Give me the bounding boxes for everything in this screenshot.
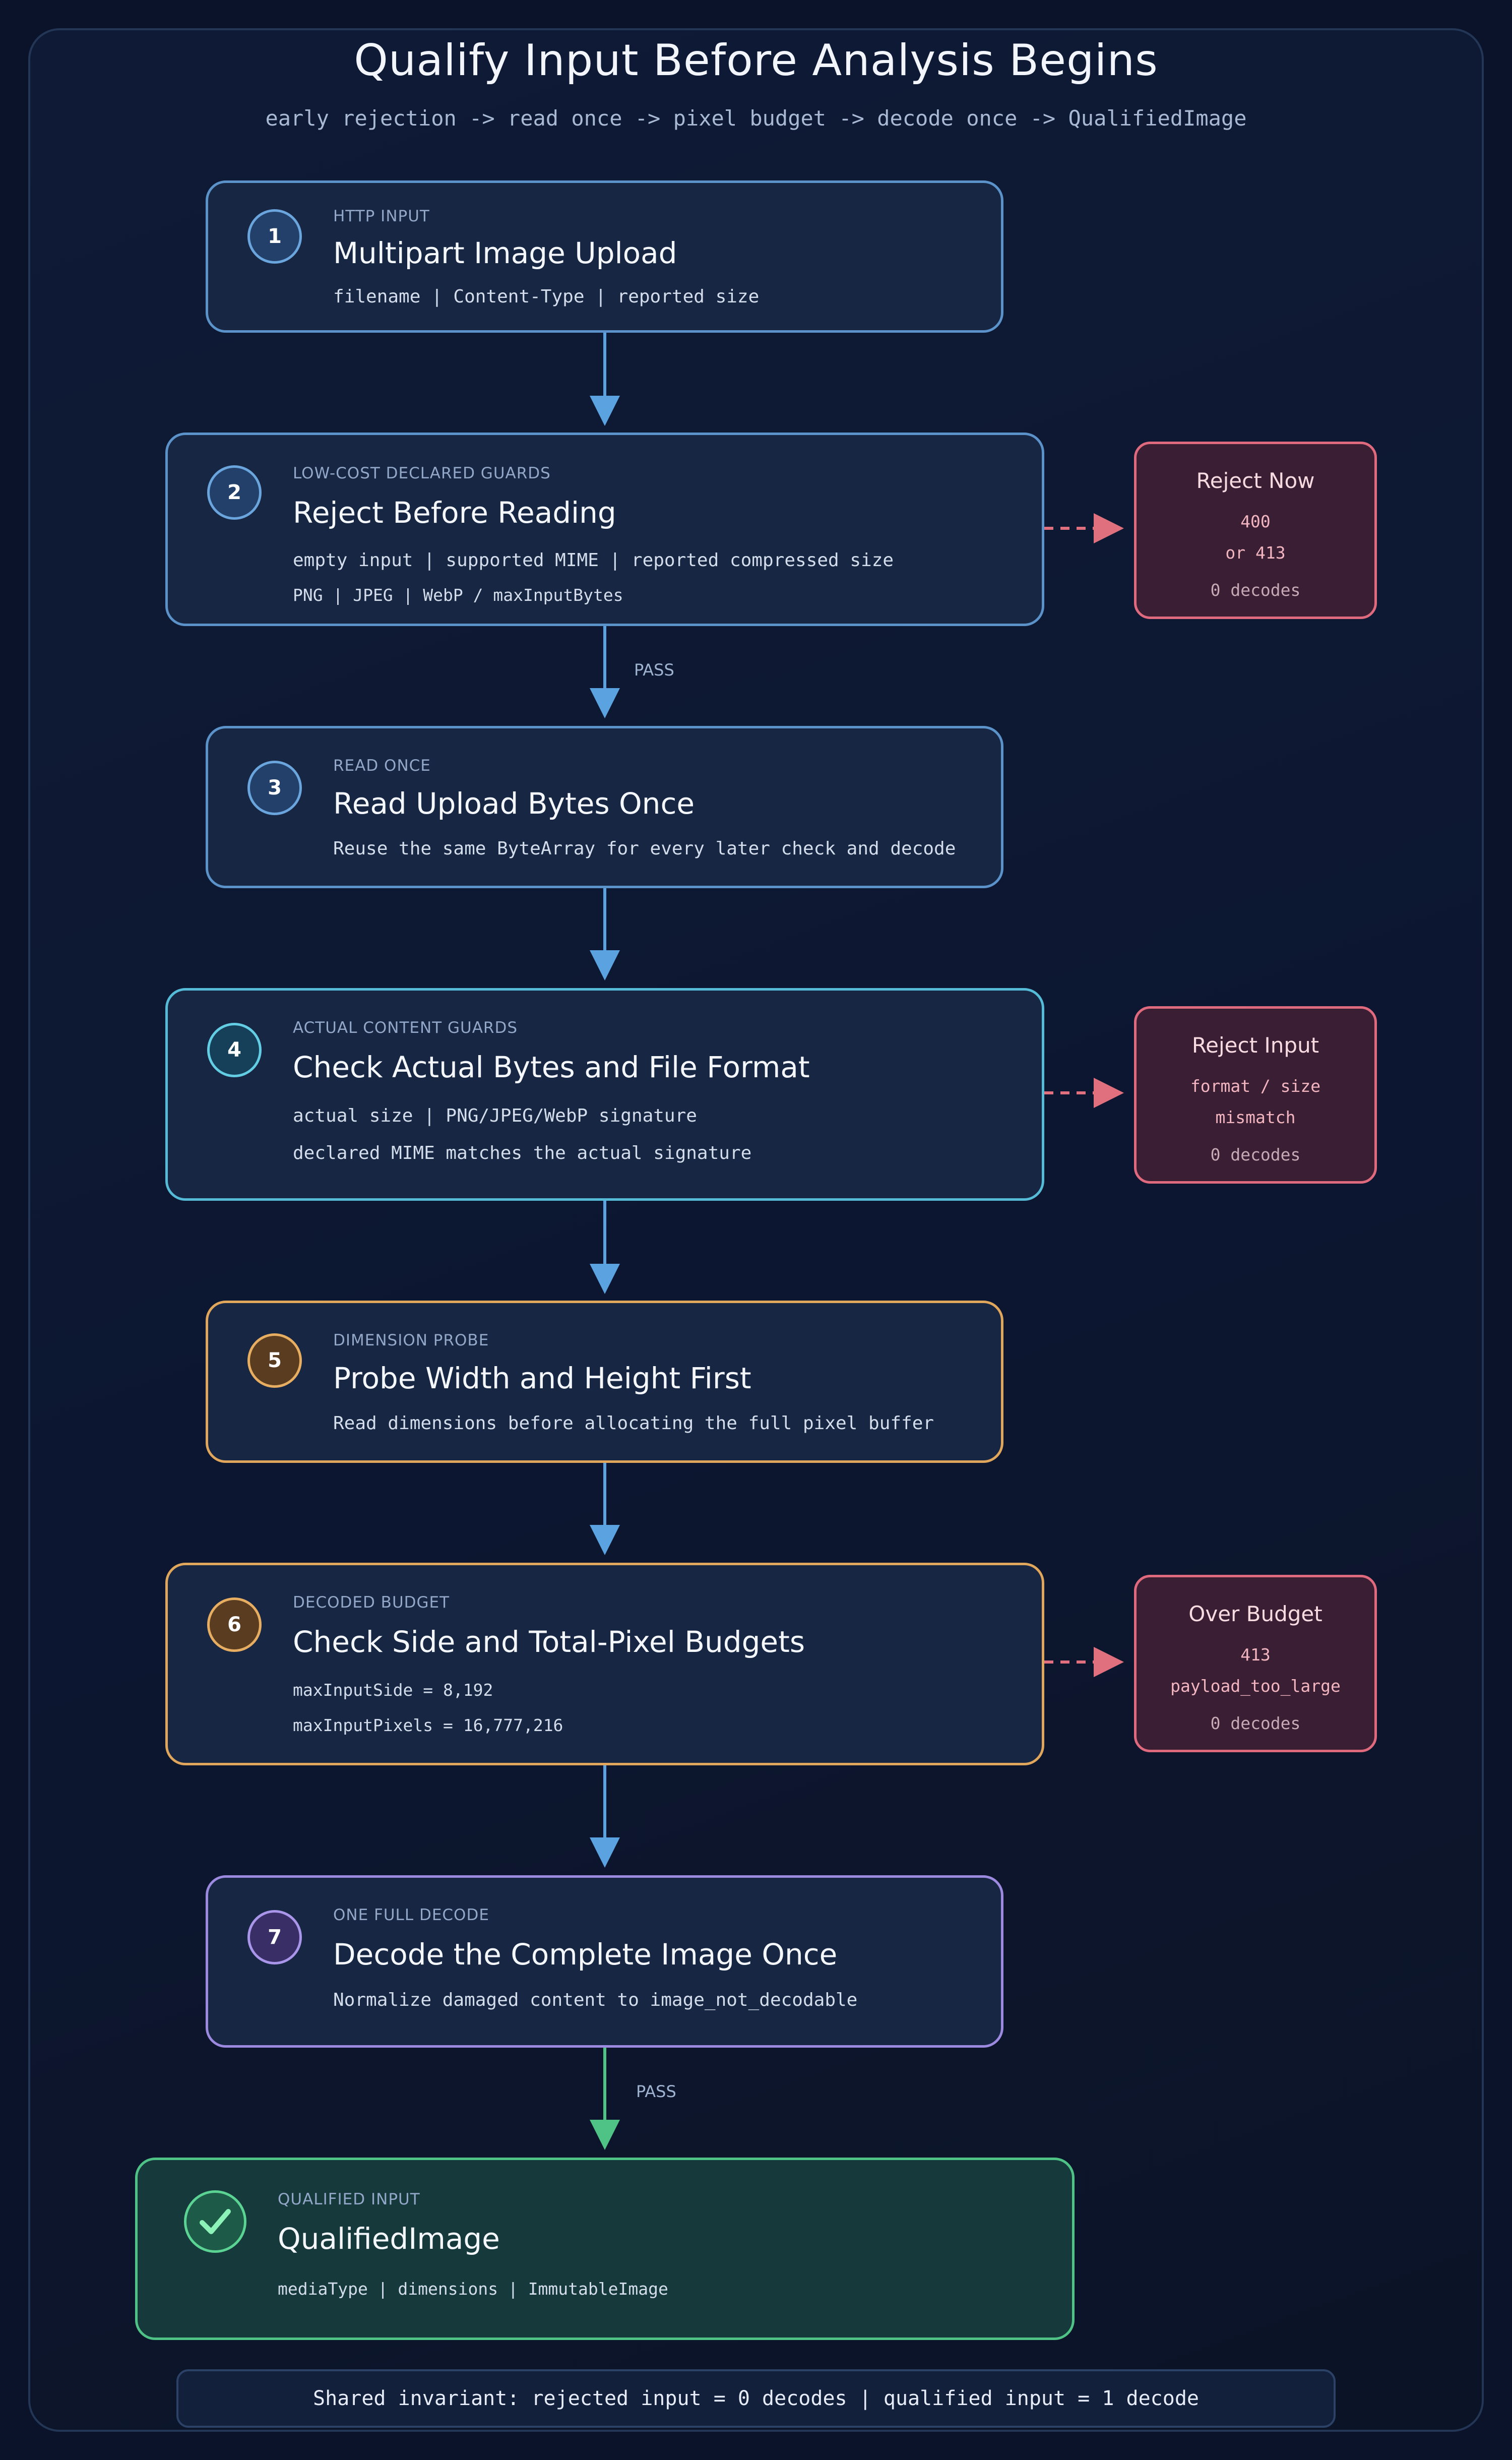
reject-box-over-budget: Over Budget 413 payload_too_large 0 deco…: [1134, 1575, 1377, 1752]
step-title: Probe Width and Height First: [333, 1361, 751, 1395]
step-title: Decode the Complete Image Once: [333, 1937, 838, 1972]
step-card-declared-guards: 2 LOW-COST DECLARED GUARDS Reject Before…: [165, 433, 1044, 626]
result-title: QualifiedImage: [278, 2222, 500, 2256]
step-eyebrow: HTTP INPUT: [333, 207, 430, 225]
qualified-image-card: QUALIFIED INPUT QualifiedImage mediaType…: [135, 2158, 1075, 2340]
step-number-badge: 6: [207, 1597, 262, 1652]
step-title: Reject Before Reading: [293, 496, 616, 530]
reject-code: 413: [1240, 1645, 1271, 1665]
reject-title: Reject Input: [1191, 1033, 1319, 1058]
reject-code: payload_too_large: [1170, 1676, 1341, 1696]
pass-label: PASS: [636, 2082, 676, 2101]
step-detail: PNG | JPEG | WebP / maxInputBytes: [293, 585, 623, 605]
reject-title: Reject Now: [1196, 468, 1315, 493]
reject-box-reject-input: Reject Input format / size mismatch 0 de…: [1134, 1006, 1377, 1184]
step-detail: Read dimensions before allocating the fu…: [333, 1413, 934, 1434]
reject-box-reject-now: Reject Now 400 or 413 0 decodes: [1134, 442, 1377, 619]
step-number-badge: 4: [207, 1023, 262, 1077]
pass-label: PASS: [634, 660, 674, 680]
step-detail: maxInputPixels = 16,777,216: [293, 1715, 563, 1735]
step-title: Check Actual Bytes and File Format: [293, 1050, 810, 1084]
step-title: Check Side and Total-Pixel Budgets: [293, 1625, 805, 1659]
step-detail: filename | Content-Type | reported size: [333, 286, 760, 307]
step-card-content-guards: 4 ACTUAL CONTENT GUARDS Check Actual Byt…: [165, 988, 1044, 1201]
step-detail: empty input | supported MIME | reported …: [293, 550, 894, 571]
step-title: Multipart Image Upload: [333, 236, 677, 270]
step-detail: declared MIME matches the actual signatu…: [293, 1143, 752, 1163]
step-eyebrow: DIMENSION PROBE: [333, 1331, 489, 1349]
step-number-badge: 7: [247, 1910, 302, 1964]
reject-decodes: 0 decodes: [1210, 580, 1301, 600]
step-card-decoded-budget: 6 DECODED BUDGET Check Side and Total-Pi…: [165, 1563, 1044, 1765]
step-detail: Reuse the same ByteArray for every later…: [333, 838, 956, 859]
step-title: Read Upload Bytes Once: [333, 786, 695, 821]
reject-decodes: 0 decodes: [1210, 1713, 1301, 1733]
reject-decodes: 0 decodes: [1210, 1145, 1301, 1164]
step-detail: maxInputSide = 8,192: [293, 1680, 493, 1700]
shared-invariant-footer: Shared invariant: rejected input = 0 dec…: [176, 2369, 1336, 2428]
diagram-title: Qualify Input Before Analysis Begins: [354, 35, 1158, 86]
step-eyebrow: ONE FULL DECODE: [333, 1906, 489, 1924]
reject-reason: format / size: [1190, 1076, 1321, 1096]
step-card-read-once: 3 READ ONCE Read Upload Bytes Once Reuse…: [206, 726, 1003, 888]
step-card-full-decode: 7 ONE FULL DECODE Decode the Complete Im…: [206, 1875, 1003, 2048]
step-eyebrow: ACTUAL CONTENT GUARDS: [293, 1019, 518, 1037]
step-card-http-input: 1 HTTP INPUT Multipart Image Upload file…: [206, 180, 1003, 333]
result-detail: mediaType | dimensions | ImmutableImage: [278, 2279, 668, 2299]
step-detail: actual size | PNG/JPEG/WebP signature: [293, 1105, 697, 1126]
step-eyebrow: LOW-COST DECLARED GUARDS: [293, 464, 551, 482]
reject-title: Over Budget: [1188, 1602, 1322, 1626]
reject-reason: mismatch: [1215, 1108, 1296, 1127]
step-number-badge: 2: [207, 465, 262, 520]
reject-code: or 413: [1225, 543, 1286, 563]
step-eyebrow: DECODED BUDGET: [293, 1593, 450, 1612]
step-eyebrow: READ ONCE: [333, 757, 431, 775]
step-number-badge: 3: [247, 761, 302, 815]
step-card-dimension-probe: 5 DIMENSION PROBE Probe Width and Height…: [206, 1301, 1003, 1463]
result-eyebrow: QUALIFIED INPUT: [278, 2190, 420, 2208]
step-number-badge: 1: [247, 209, 302, 264]
check-icon: [184, 2190, 246, 2253]
reject-code: 400: [1240, 512, 1271, 531]
step-number-badge: 5: [247, 1333, 302, 1388]
diagram-subtitle: early rejection -> read once -> pixel bu…: [265, 106, 1247, 131]
step-detail: Normalize damaged content to image_not_d…: [333, 1990, 858, 2010]
